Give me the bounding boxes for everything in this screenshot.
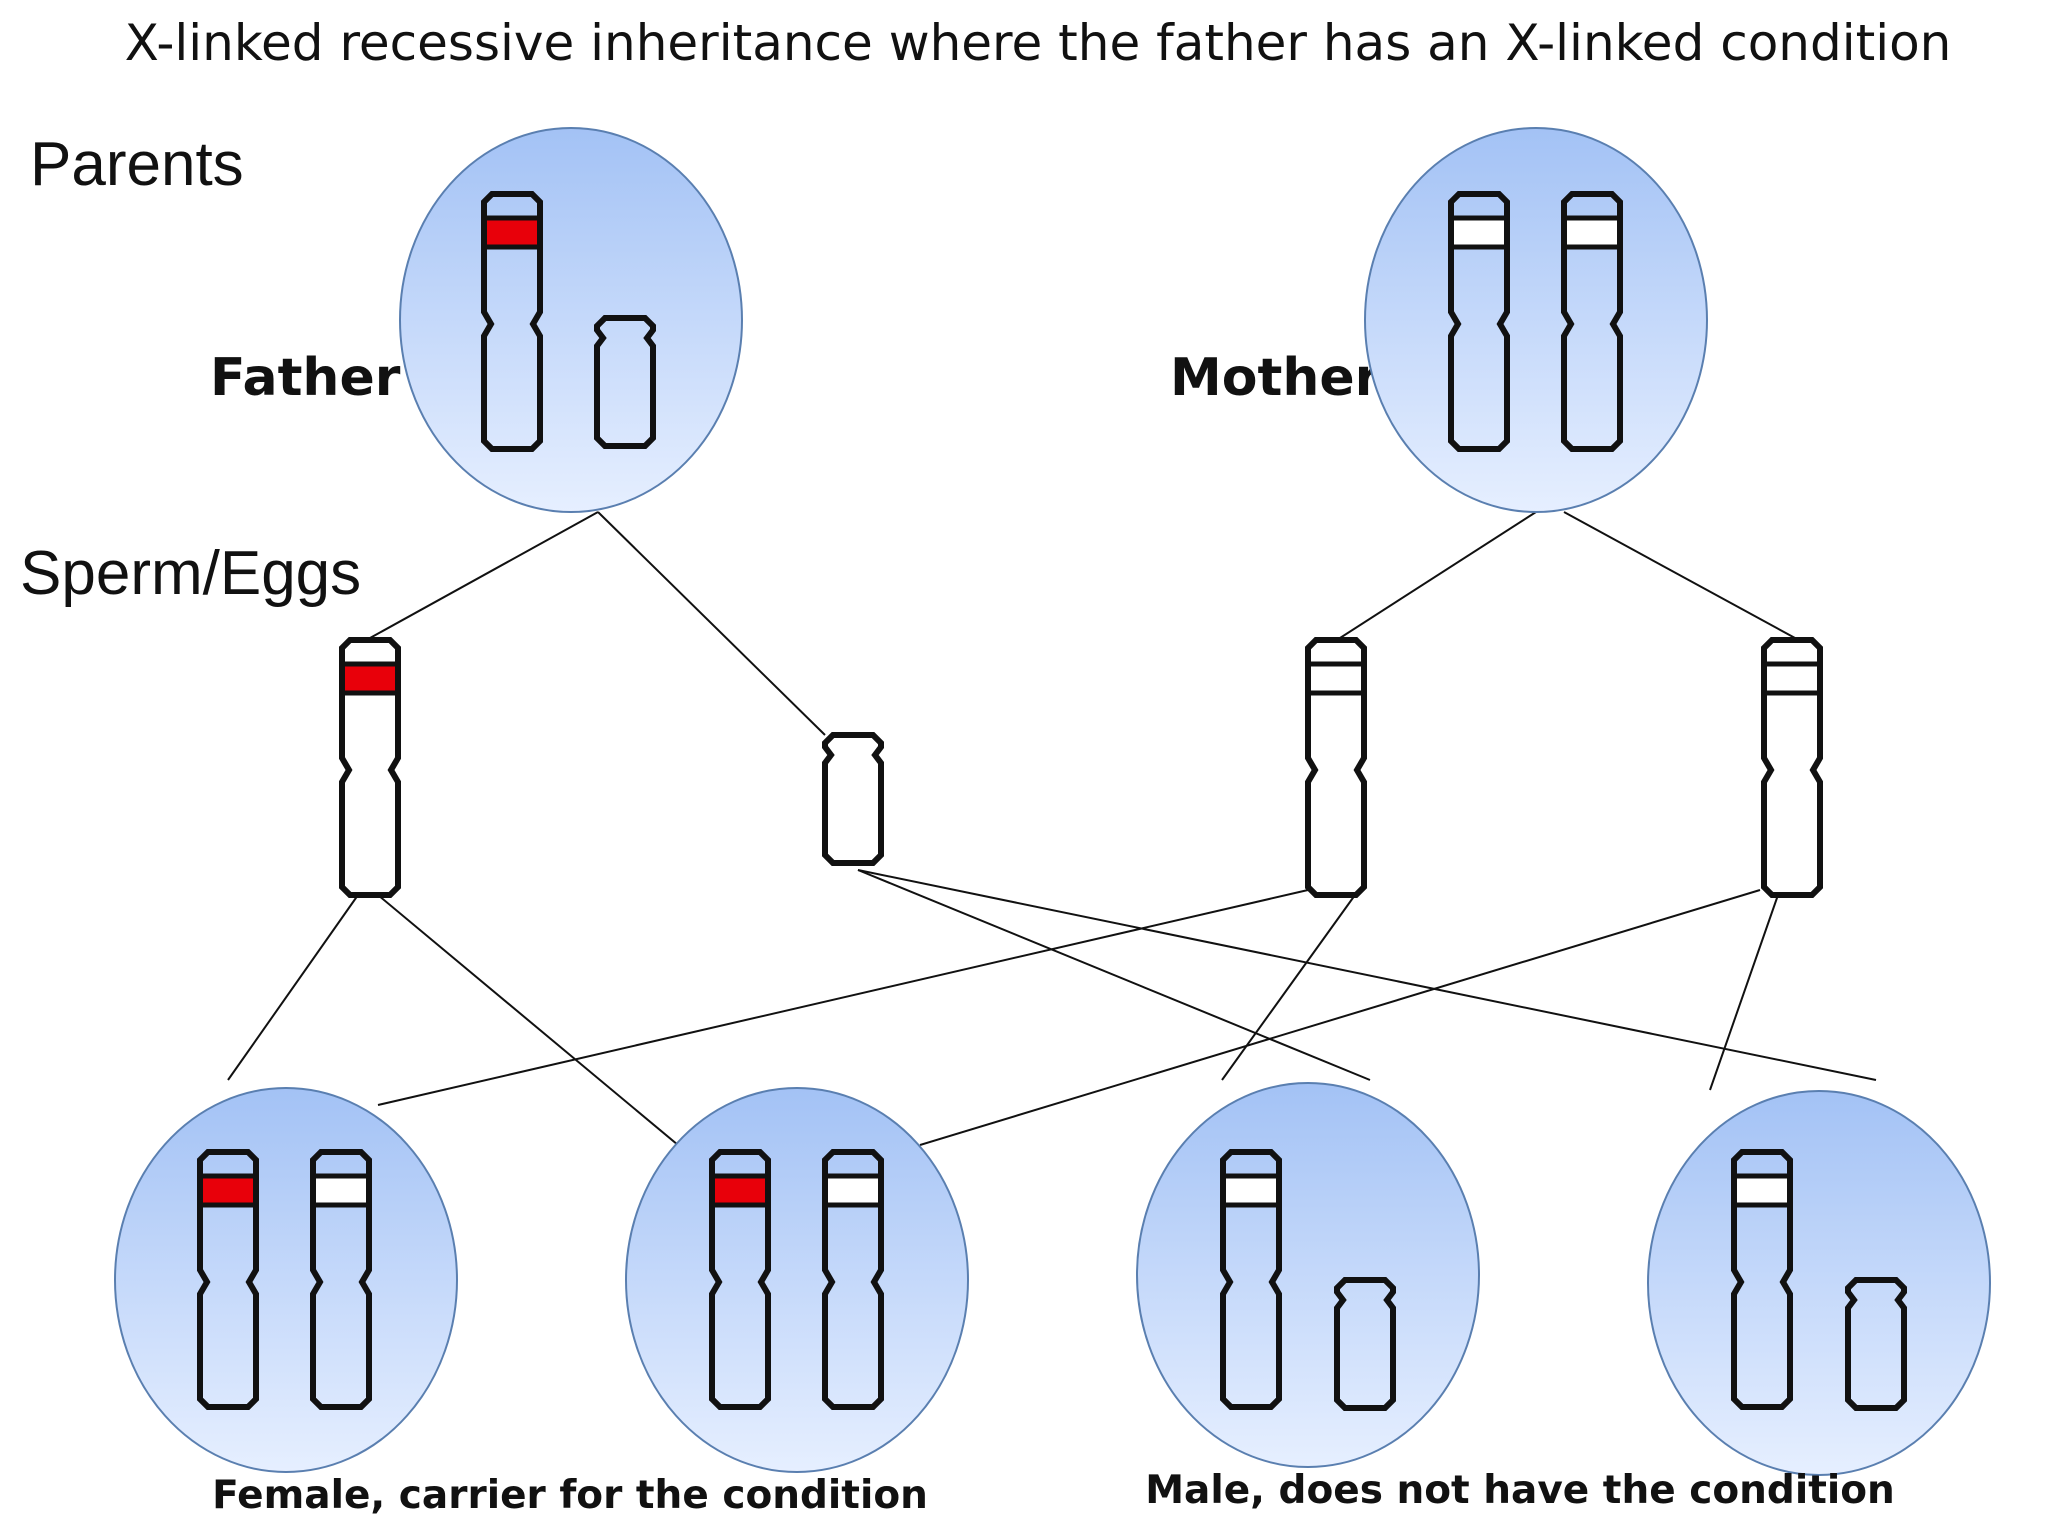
gamete-to-offspring-lines: [227, 869, 1877, 1146]
female-offspring-caption: Female, carrier for the condition: [212, 1473, 928, 1518]
offspring-1-x-chromosome-paternal: [197, 1149, 259, 1410]
offspring-female-cell-2: [625, 1087, 969, 1473]
offspring-2-x-chromosome-paternal: [709, 1149, 771, 1410]
affected-gene-band: [486, 220, 538, 245]
connector-line: [377, 894, 679, 1146]
offspring-1-x-chromosome-maternal: [310, 1149, 372, 1410]
father-label: Father: [210, 348, 401, 408]
father-x-chromosome: [481, 191, 543, 452]
affected-gene-band: [202, 1178, 254, 1203]
offspring-3-y-chromosome: [1334, 1277, 1396, 1411]
connector-line: [1709, 894, 1779, 1091]
mother-x-chromosome-1: [1448, 191, 1510, 452]
normal-gene-band: [1566, 220, 1618, 245]
father-cell: [399, 127, 743, 513]
mother-label: Mother: [1170, 348, 1381, 408]
connector-line: [1563, 511, 1796, 639]
affected-gene-band: [344, 666, 396, 691]
connector-line: [227, 894, 359, 1081]
offspring-4-y-chromosome: [1845, 1277, 1907, 1411]
connector-line: [1221, 894, 1356, 1081]
offspring-female-cell-1: [114, 1087, 458, 1473]
connector-line: [857, 869, 1371, 1081]
sperm-x-chromosome: [339, 637, 401, 898]
connector-line: [377, 889, 1309, 1106]
egg-x-chromosome-2: [1761, 637, 1823, 898]
normal-gene-band: [1225, 1178, 1277, 1203]
connector-line: [369, 511, 599, 639]
parent-to-gamete-lines: [369, 511, 1796, 736]
normal-gene-band: [827, 1178, 879, 1203]
offspring-male-cell-2: [1647, 1090, 1991, 1476]
diagram-title: X-linked recessive inheritance where the…: [125, 14, 1952, 72]
father-y-chromosome: [594, 315, 656, 449]
normal-gene-band: [315, 1178, 367, 1203]
offspring-2-x-chromosome-maternal: [822, 1149, 884, 1410]
offspring-4-x-chromosome: [1731, 1149, 1793, 1410]
mother-x-chromosome-2: [1561, 191, 1623, 452]
connector-line: [919, 889, 1761, 1146]
affected-gene-band: [714, 1178, 766, 1203]
connector-line: [597, 511, 826, 736]
chromosomes: [197, 191, 1907, 1411]
connector-line: [857, 869, 1877, 1081]
normal-gene-band: [1310, 666, 1362, 691]
connector-line: [1339, 511, 1537, 639]
sperm-y-chromosome: [822, 732, 884, 866]
mother-cell: [1364, 127, 1708, 513]
gametes-section-label: Sperm/Eggs: [20, 539, 361, 608]
male-offspring-caption: Male, does not have the condition: [1145, 1468, 1895, 1513]
normal-gene-band: [1453, 220, 1505, 245]
normal-gene-band: [1736, 1178, 1788, 1203]
egg-x-chromosome-1: [1305, 637, 1367, 898]
normal-gene-band: [1766, 666, 1818, 691]
offspring-3-x-chromosome: [1220, 1149, 1282, 1410]
offspring-male-cell-1: [1136, 1082, 1480, 1468]
parents-section-label: Parents: [30, 130, 244, 199]
